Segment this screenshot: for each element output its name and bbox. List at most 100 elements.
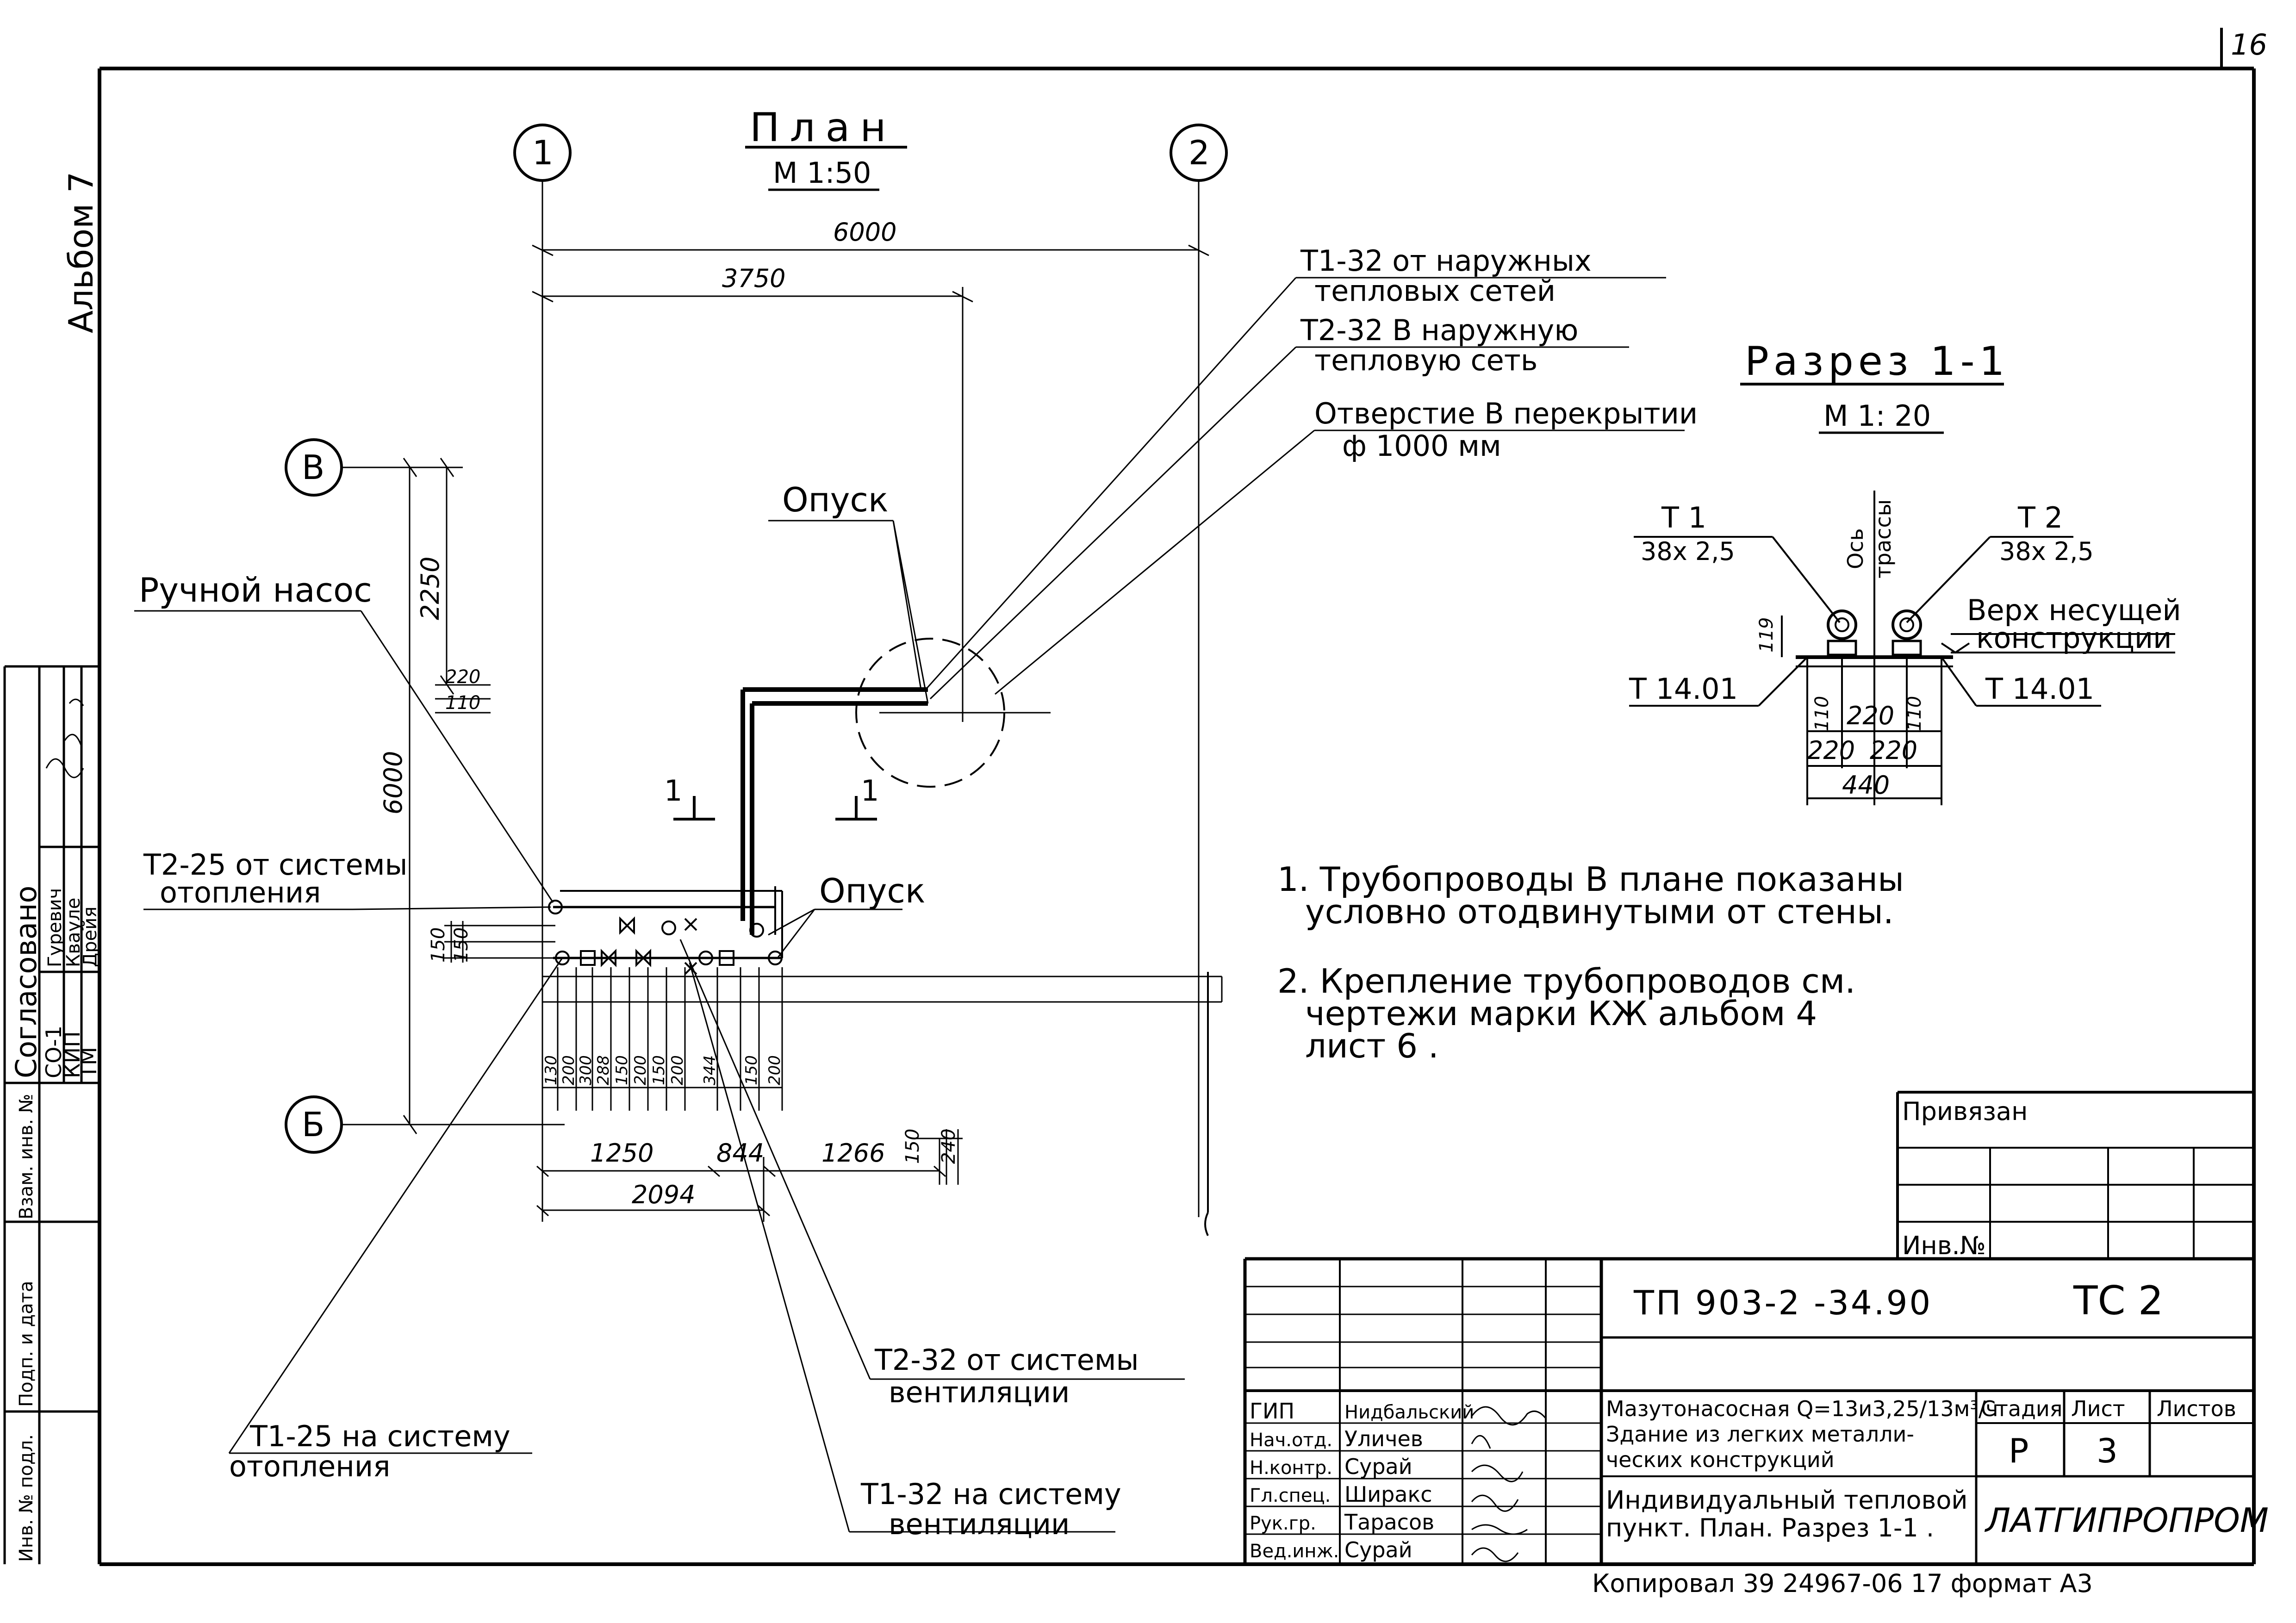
- role-vedinzh: Вед.инж.: [1250, 1541, 1339, 1562]
- small-dim: 288: [594, 1055, 613, 1085]
- name-4: Шиpакс: [1344, 1482, 1432, 1507]
- leader-lines: [134, 277, 1685, 1533]
- page-number: 16: [2231, 28, 2267, 62]
- name-column: Нидбальский Уличев Сурай Шиpакс Тарасов …: [1344, 1402, 1474, 1562]
- label-opusk-top: Опуск: [782, 480, 888, 519]
- section-axis-1: Ось: [1843, 528, 1868, 569]
- axis-label-2: 2: [1188, 133, 1210, 172]
- strip-inv-orig: Инв. № подл.: [16, 1434, 37, 1562]
- section-view: Разрез 1-1 М 1: 20 Т 1 38х 2,5 Т 2 38х 2…: [1629, 338, 2181, 805]
- small-dim: 200: [765, 1055, 784, 1085]
- section-d110-l: 110: [1811, 696, 1833, 731]
- stage-header: Стадия: [1981, 1396, 2062, 1421]
- role-column: ГИП Нач.отд. Н.контр. Гл.спец. Рук.гр. В…: [1250, 1399, 1339, 1562]
- small-dim: 200: [631, 1055, 650, 1085]
- stage-value: Р: [2009, 1431, 2028, 1470]
- section-t2: Т 2: [2017, 501, 2063, 535]
- label-t1-25-line1: Т1-25 на системy: [249, 1419, 510, 1453]
- note-2-line2: чертежи марки КЖ альбом 4: [1305, 994, 1817, 1033]
- small-dim: 200: [560, 1055, 578, 1085]
- sheet-header: Лист: [2071, 1396, 2125, 1421]
- sheet-frame: [98, 28, 2256, 1566]
- label-hole-line2: ф 1000 мм: [1342, 429, 1501, 463]
- dim-150-r: 150: [902, 1129, 923, 1164]
- pipe-fittings: [548, 900, 783, 975]
- small-dim: 344: [701, 1055, 719, 1085]
- section-d220-r: 220: [1870, 736, 1917, 765]
- signature-mark: [45, 698, 84, 778]
- section-t2-size: 38х 2,5: [1999, 537, 2094, 566]
- note-2-line1: 2. Крепление трубопроводов см.: [1277, 962, 1855, 1001]
- doc-mark: ТС 2: [2073, 1278, 2164, 1324]
- small-dim: 150: [613, 1055, 631, 1085]
- title-block: [1243, 1257, 2254, 1564]
- name-6: Сурай: [1344, 1537, 1412, 1562]
- dim-1250: 1250: [590, 1138, 653, 1168]
- binding-title: Привязан: [1902, 1097, 2028, 1126]
- album-label: Альбом 7: [62, 172, 100, 333]
- label-t1-25-line2: отопления: [229, 1449, 390, 1483]
- plan-title: План: [750, 105, 896, 151]
- label-t1-32-line1: Т1-32 от наружных: [1300, 244, 1592, 278]
- role-rukgr: Рук.гр.: [1250, 1513, 1316, 1534]
- dim-2250: 2250: [416, 557, 445, 620]
- name-3: Сурай: [1344, 1454, 1412, 1479]
- dim-2094: 2094: [632, 1180, 695, 1209]
- dim-110: 110: [445, 692, 480, 714]
- dim-150-b: 150: [451, 927, 472, 963]
- label-t1-32v-line2: вентиляции: [889, 1507, 1070, 1541]
- section-geometry: [1629, 491, 2175, 805]
- label-t2-32v-line1: Т2-32 от системы: [874, 1343, 1139, 1377]
- plan-scale: М 1:50: [773, 156, 871, 190]
- label-t1-32-line2: тепловых сетей: [1314, 274, 1556, 308]
- dim-220: 220: [445, 666, 480, 688]
- label-hole-line1: Отверстие В перекрытии: [1314, 397, 1698, 430]
- dim-150-a: 150: [428, 927, 449, 963]
- doc-code: ТП 903-2 -34.90: [1633, 1283, 1932, 1322]
- sheet-no-value: 3: [2097, 1431, 2118, 1470]
- label-opusk-bottom: Опуск: [819, 871, 925, 910]
- label-t2-25: Т2-25 от системы: [143, 848, 408, 882]
- name-1: Нидбальский: [1344, 1402, 1474, 1423]
- sheets-header: Листов: [2157, 1396, 2236, 1421]
- section-top-struct-1: Верх несущей: [1967, 593, 2181, 627]
- role-gip: ГИП: [1250, 1399, 1294, 1424]
- small-dim: 150: [650, 1055, 668, 1085]
- section-title: Разрез 1-1: [1745, 338, 2009, 385]
- org-name: ЛАТГИПРОПРОМ: [1984, 1501, 2269, 1540]
- dim-240: 240: [938, 1129, 959, 1164]
- axis-label-1: 1: [532, 133, 554, 172]
- section-t1: Т 1: [1661, 501, 1706, 535]
- strip-row-2-name: Кваулe: [63, 898, 84, 967]
- axis-label-v: В: [302, 448, 324, 487]
- strip-row-1-name: Гуревич: [44, 888, 66, 967]
- name-5: Тарасов: [1344, 1510, 1434, 1535]
- section-d440: 440: [1842, 771, 1890, 800]
- strip-row-2-code: КИП: [60, 1031, 85, 1078]
- pipe-routes: [553, 687, 928, 959]
- section-t1-size: 38х 2,5: [1641, 537, 1735, 566]
- axis-label-b: Б: [302, 1105, 324, 1144]
- section-t14-right: Т 14.01: [1985, 672, 2094, 706]
- label-t2-32v-line2: вентиляции: [889, 1375, 1070, 1409]
- sheet-line-2: пункт. План. Разрез 1-1 .: [1606, 1513, 1934, 1542]
- strip-row-3-name: Дрейя: [80, 907, 101, 967]
- binding-inv: Инв.№: [1902, 1231, 1986, 1260]
- section-d220-c: 220: [1847, 701, 1894, 730]
- dim-3750: 3750: [722, 264, 785, 293]
- label-t2-25-b: отопления: [160, 876, 321, 909]
- small-dim: 150: [742, 1055, 761, 1085]
- sheet-line-1: Индивидуальный тепловой: [1606, 1486, 1967, 1515]
- section-d119: 119: [1756, 617, 1777, 653]
- small-dims: 130 200 300 288 150 200 150 200 344 150 …: [542, 1055, 784, 1085]
- notes: 1. Трубопроводы В плане показаны условно…: [1277, 860, 1904, 1065]
- plan-view: План М 1:50 1 2 В Б: [134, 105, 1698, 1541]
- left-strip: [3, 665, 100, 1564]
- label-manual-pump: Ручной насос: [139, 571, 372, 609]
- label-t2-32-line2: тепловую сеть: [1314, 343, 1537, 377]
- small-dim: 200: [668, 1055, 687, 1085]
- role-nkontr: Н.контр.: [1250, 1457, 1332, 1479]
- label-t2-32-line1: Т2-32 В наружную: [1300, 313, 1578, 347]
- dim-6000-left: 6000: [379, 751, 408, 815]
